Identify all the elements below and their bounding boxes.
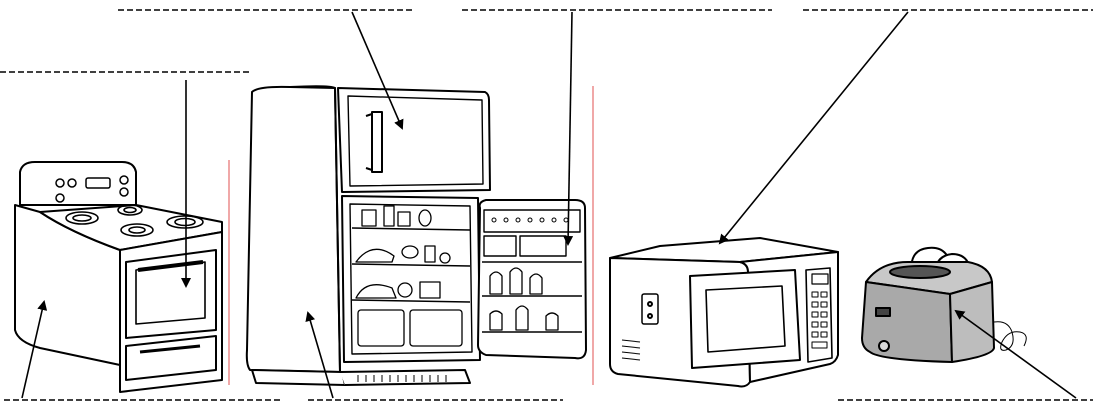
microwave-icon bbox=[609, 237, 839, 388]
toaster-icon bbox=[861, 246, 1027, 363]
arrow-stove-body bbox=[21, 300, 48, 399]
stove-icon bbox=[14, 161, 223, 393]
refrigerator-icon bbox=[245, 85, 587, 386]
arrow-fridge-door-shelf bbox=[563, 11, 574, 246]
arrow-freezer-door bbox=[351, 11, 404, 130]
arrow-toaster bbox=[954, 309, 1077, 399]
arrow-microwave bbox=[718, 11, 909, 245]
arrow-fridge-body bbox=[305, 311, 334, 399]
